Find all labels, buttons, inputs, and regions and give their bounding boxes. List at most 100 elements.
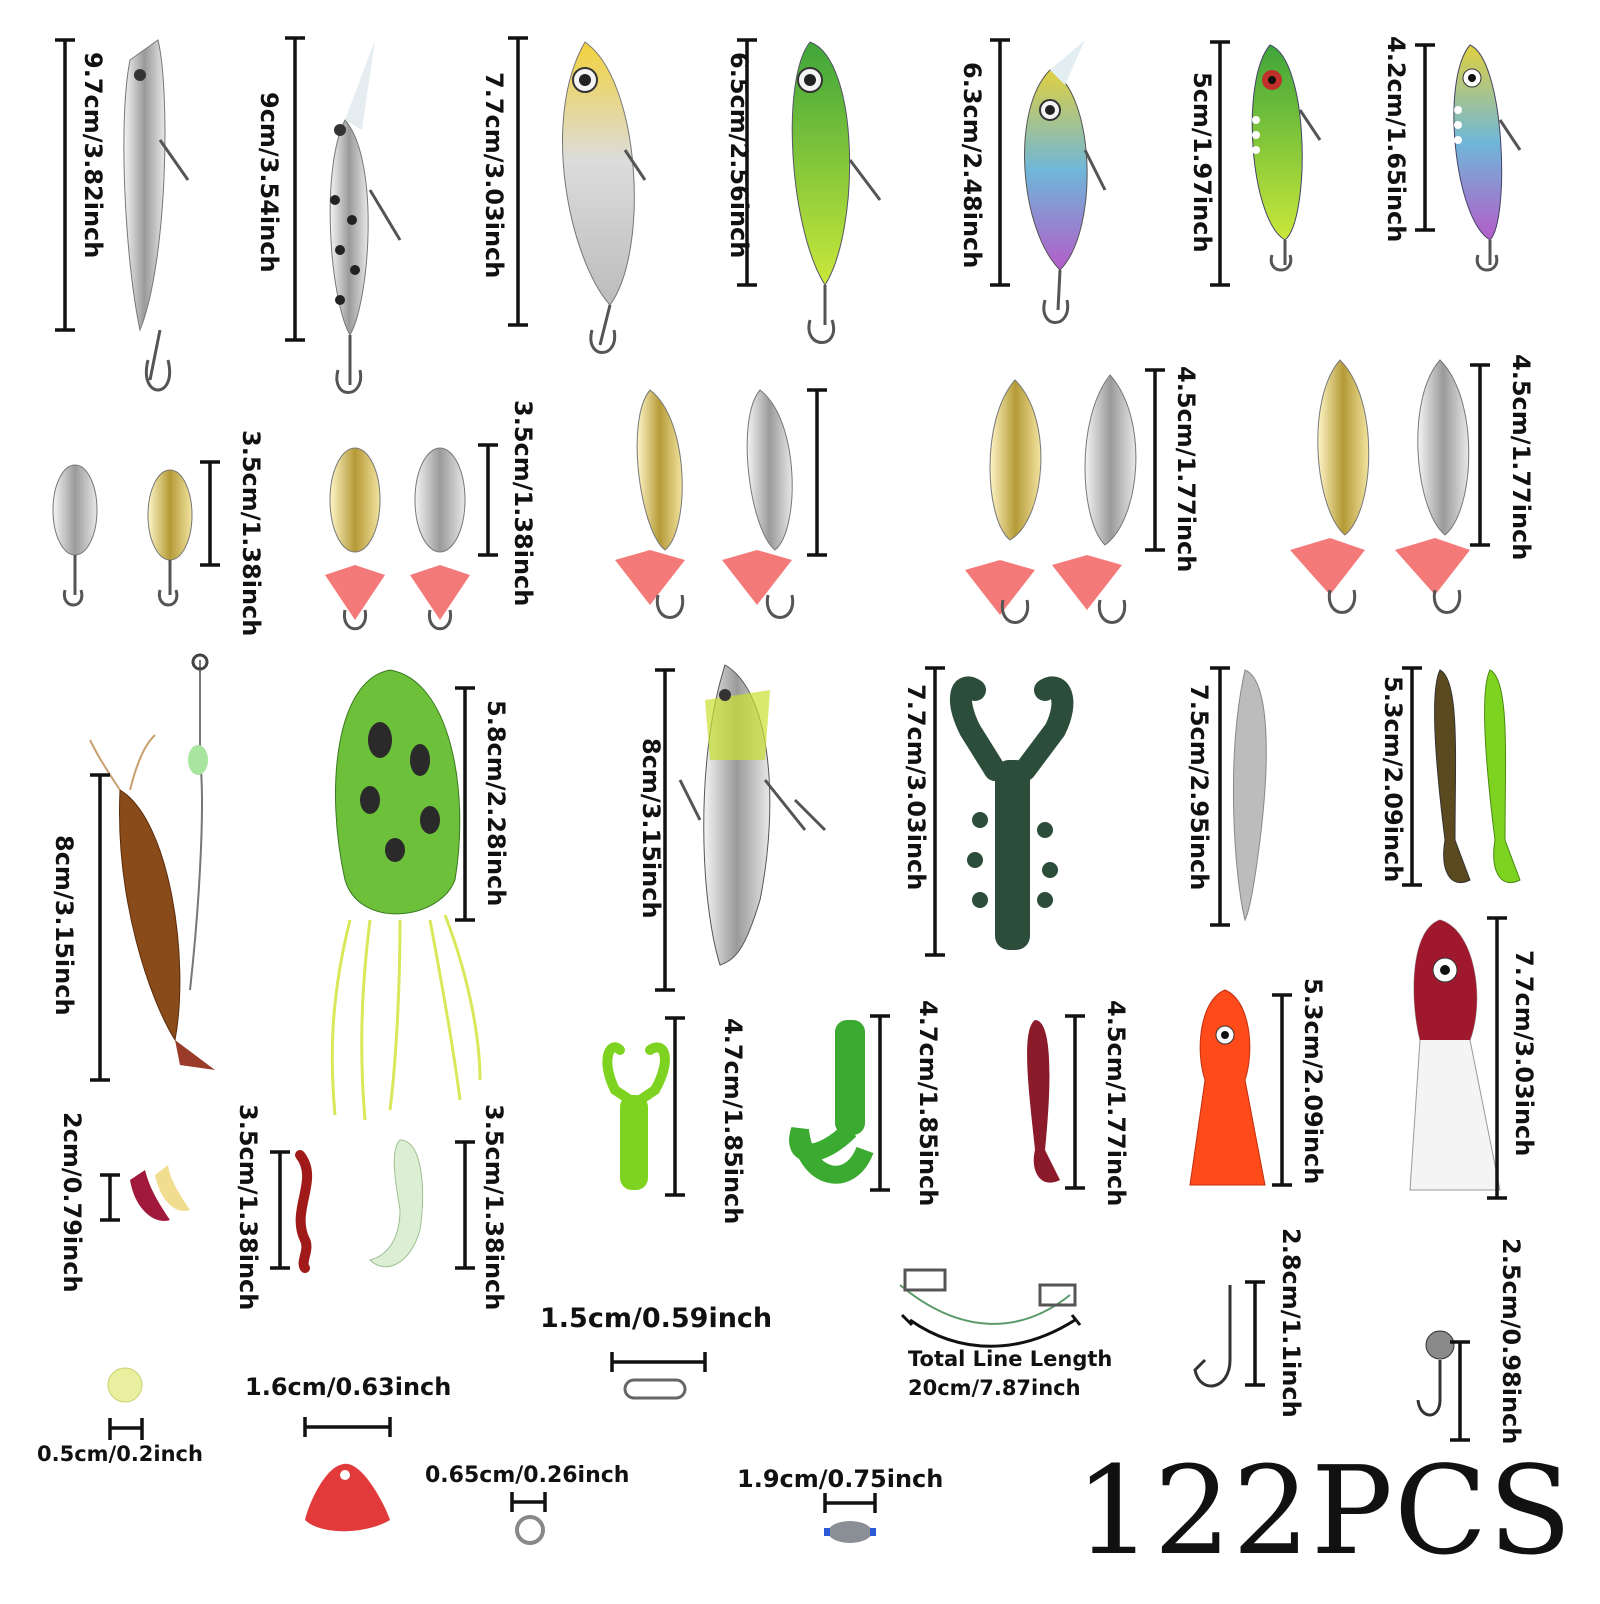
size-label: 2.5cm/0.98inch (1497, 1238, 1525, 1445)
size-label: 5cm/1.97inch (1188, 72, 1216, 253)
spinner-blade-icon (303, 1417, 392, 1532)
size-label: 6.3cm/2.48inch (958, 62, 986, 269)
size-label: 8cm/3.15inch (50, 835, 78, 1016)
crankbait-spotted-icon (329, 40, 402, 394)
measure-bar (665, 1016, 685, 1197)
size-label: 5.3cm/2.09inch (1299, 978, 1327, 1185)
size-label: 4.5cm/1.77inch (1102, 1000, 1130, 1207)
measure-bar (870, 1014, 890, 1192)
measure-bar (1470, 363, 1490, 547)
measure-bar (990, 38, 1010, 287)
craw-soft-bait-icon (949, 676, 1074, 950)
soft-minnow-icon (1232, 669, 1267, 922)
shrimp-rig-icon (89, 653, 215, 1070)
piece-count-title: 122PCS (1075, 1440, 1573, 1582)
size-label: 4.5cm/1.77inch (1507, 354, 1535, 561)
size-label: 0.5cm/0.2inch (37, 1442, 203, 1466)
snap-swivel-icon (610, 1352, 707, 1400)
measure-bar (55, 38, 75, 332)
hook-icon (1193, 1285, 1232, 1388)
measure-bar (1065, 1014, 1085, 1190)
spoon-diamond-icon (615, 389, 795, 619)
spoon-scaled-icon (1290, 359, 1470, 614)
frog-lure-icon (330, 669, 482, 1121)
size-label: 6.5cm/2.56inch (725, 52, 753, 259)
size-label: 3.5cm/1.38inch (509, 400, 537, 607)
split-ring-icon (510, 1492, 547, 1545)
size-label: 4.7cm/1.85inch (719, 1018, 747, 1225)
measure-bar (478, 443, 498, 557)
measure-bar (925, 666, 945, 957)
size-label: 0.65cm/0.26inch (425, 1463, 630, 1488)
size-label: 1.9cm/0.75inch (737, 1465, 944, 1493)
squid-skirt-large-icon (1409, 919, 1501, 1191)
squid-skirt-small-icon (1189, 989, 1266, 1186)
measure-bar (1415, 43, 1435, 232)
size-label: 7.7cm/3.03inch (480, 72, 508, 279)
size-label: 2cm/0.79inch (58, 1112, 86, 1293)
measure-bar (737, 38, 757, 287)
measure-bar (1487, 916, 1507, 1200)
maggot-baits-icon (130, 1165, 190, 1221)
size-label: 5.3cm/2.09inch (1379, 676, 1407, 883)
crankbait-yellow-icon (562, 41, 647, 354)
measure-bar (1145, 368, 1165, 552)
leader-length-value: 20cm/7.87inch (908, 1376, 1081, 1400)
measure-bar (807, 388, 827, 557)
spoon-willow-icon (965, 374, 1137, 624)
measure-bar (1450, 1340, 1470, 1442)
measure-bar (90, 773, 110, 1082)
size-label: 9.7cm/3.82inch (79, 52, 107, 259)
egg-sinker-icon (823, 1493, 877, 1543)
leader-length-label: Total Line Length (908, 1347, 1113, 1371)
spoon-small-gold-icon (147, 469, 193, 607)
size-label: 4.7cm/1.85inch (914, 1000, 942, 1207)
size-label: 2.8cm/1.1inch (1277, 1228, 1305, 1418)
red-worm-icon (1027, 1020, 1060, 1183)
measure-bar (508, 36, 528, 327)
measure-bar (1272, 993, 1292, 1187)
size-label: 4.5cm/1.77inch (1172, 366, 1200, 573)
size-label: 3.5cm/1.38inch (234, 1104, 262, 1311)
measure-bar (100, 1173, 120, 1222)
swimbait-icon (678, 664, 827, 966)
measure-bar (455, 686, 475, 922)
measure-bar (285, 36, 305, 342)
measure-bar (200, 460, 220, 567)
size-label: 9cm/3.54inch (255, 92, 283, 273)
size-label: 1.6cm/0.63inch (245, 1373, 452, 1401)
curly-grub-green-icon (789, 1020, 874, 1184)
spoon-small-silver-icon (52, 464, 98, 607)
measure-bar (1245, 1280, 1265, 1387)
size-label: 7.7cm/3.03inch (902, 684, 930, 891)
size-label: 4.2cm/1.65inch (1382, 36, 1410, 243)
size-label: 7.7cm/3.03inch (1510, 950, 1538, 1157)
leader-wire-icon (899, 1268, 1082, 1348)
crankbait-rainbow-icon (1024, 40, 1107, 324)
measure-bar (455, 1140, 475, 1270)
measure-bar (655, 668, 675, 992)
measure-bar (270, 1150, 290, 1270)
jig-head-icon (1416, 1330, 1455, 1417)
size-label: 3.5cm/1.38inch (480, 1104, 508, 1311)
measure-bar (1402, 666, 1422, 887)
clear-grub-icon (369, 1139, 424, 1268)
size-label: 7.5cm/2.95inch (1185, 684, 1213, 891)
vib-lure-metal-icon (1453, 44, 1522, 272)
paddle-tail-icon (1434, 669, 1521, 883)
measure-bar (1210, 40, 1230, 287)
vib-lure-green-icon (1251, 44, 1322, 272)
size-label: 8cm/3.15inch (637, 738, 665, 919)
small-craw-green-icon (602, 1042, 670, 1190)
size-label: 5.8cm/2.28inch (482, 700, 510, 907)
size-label: 1.5cm/0.59inch (540, 1303, 773, 1334)
measure-bar (1210, 666, 1230, 927)
spoon-pair-blades-icon (325, 447, 470, 631)
popper-green-icon (791, 41, 882, 344)
bead-icon (107, 1367, 144, 1440)
thin-red-worm-icon (295, 1150, 313, 1273)
size-label: 3.5cm/1.38inch (237, 430, 265, 637)
minnow-lure-icon (123, 39, 190, 392)
